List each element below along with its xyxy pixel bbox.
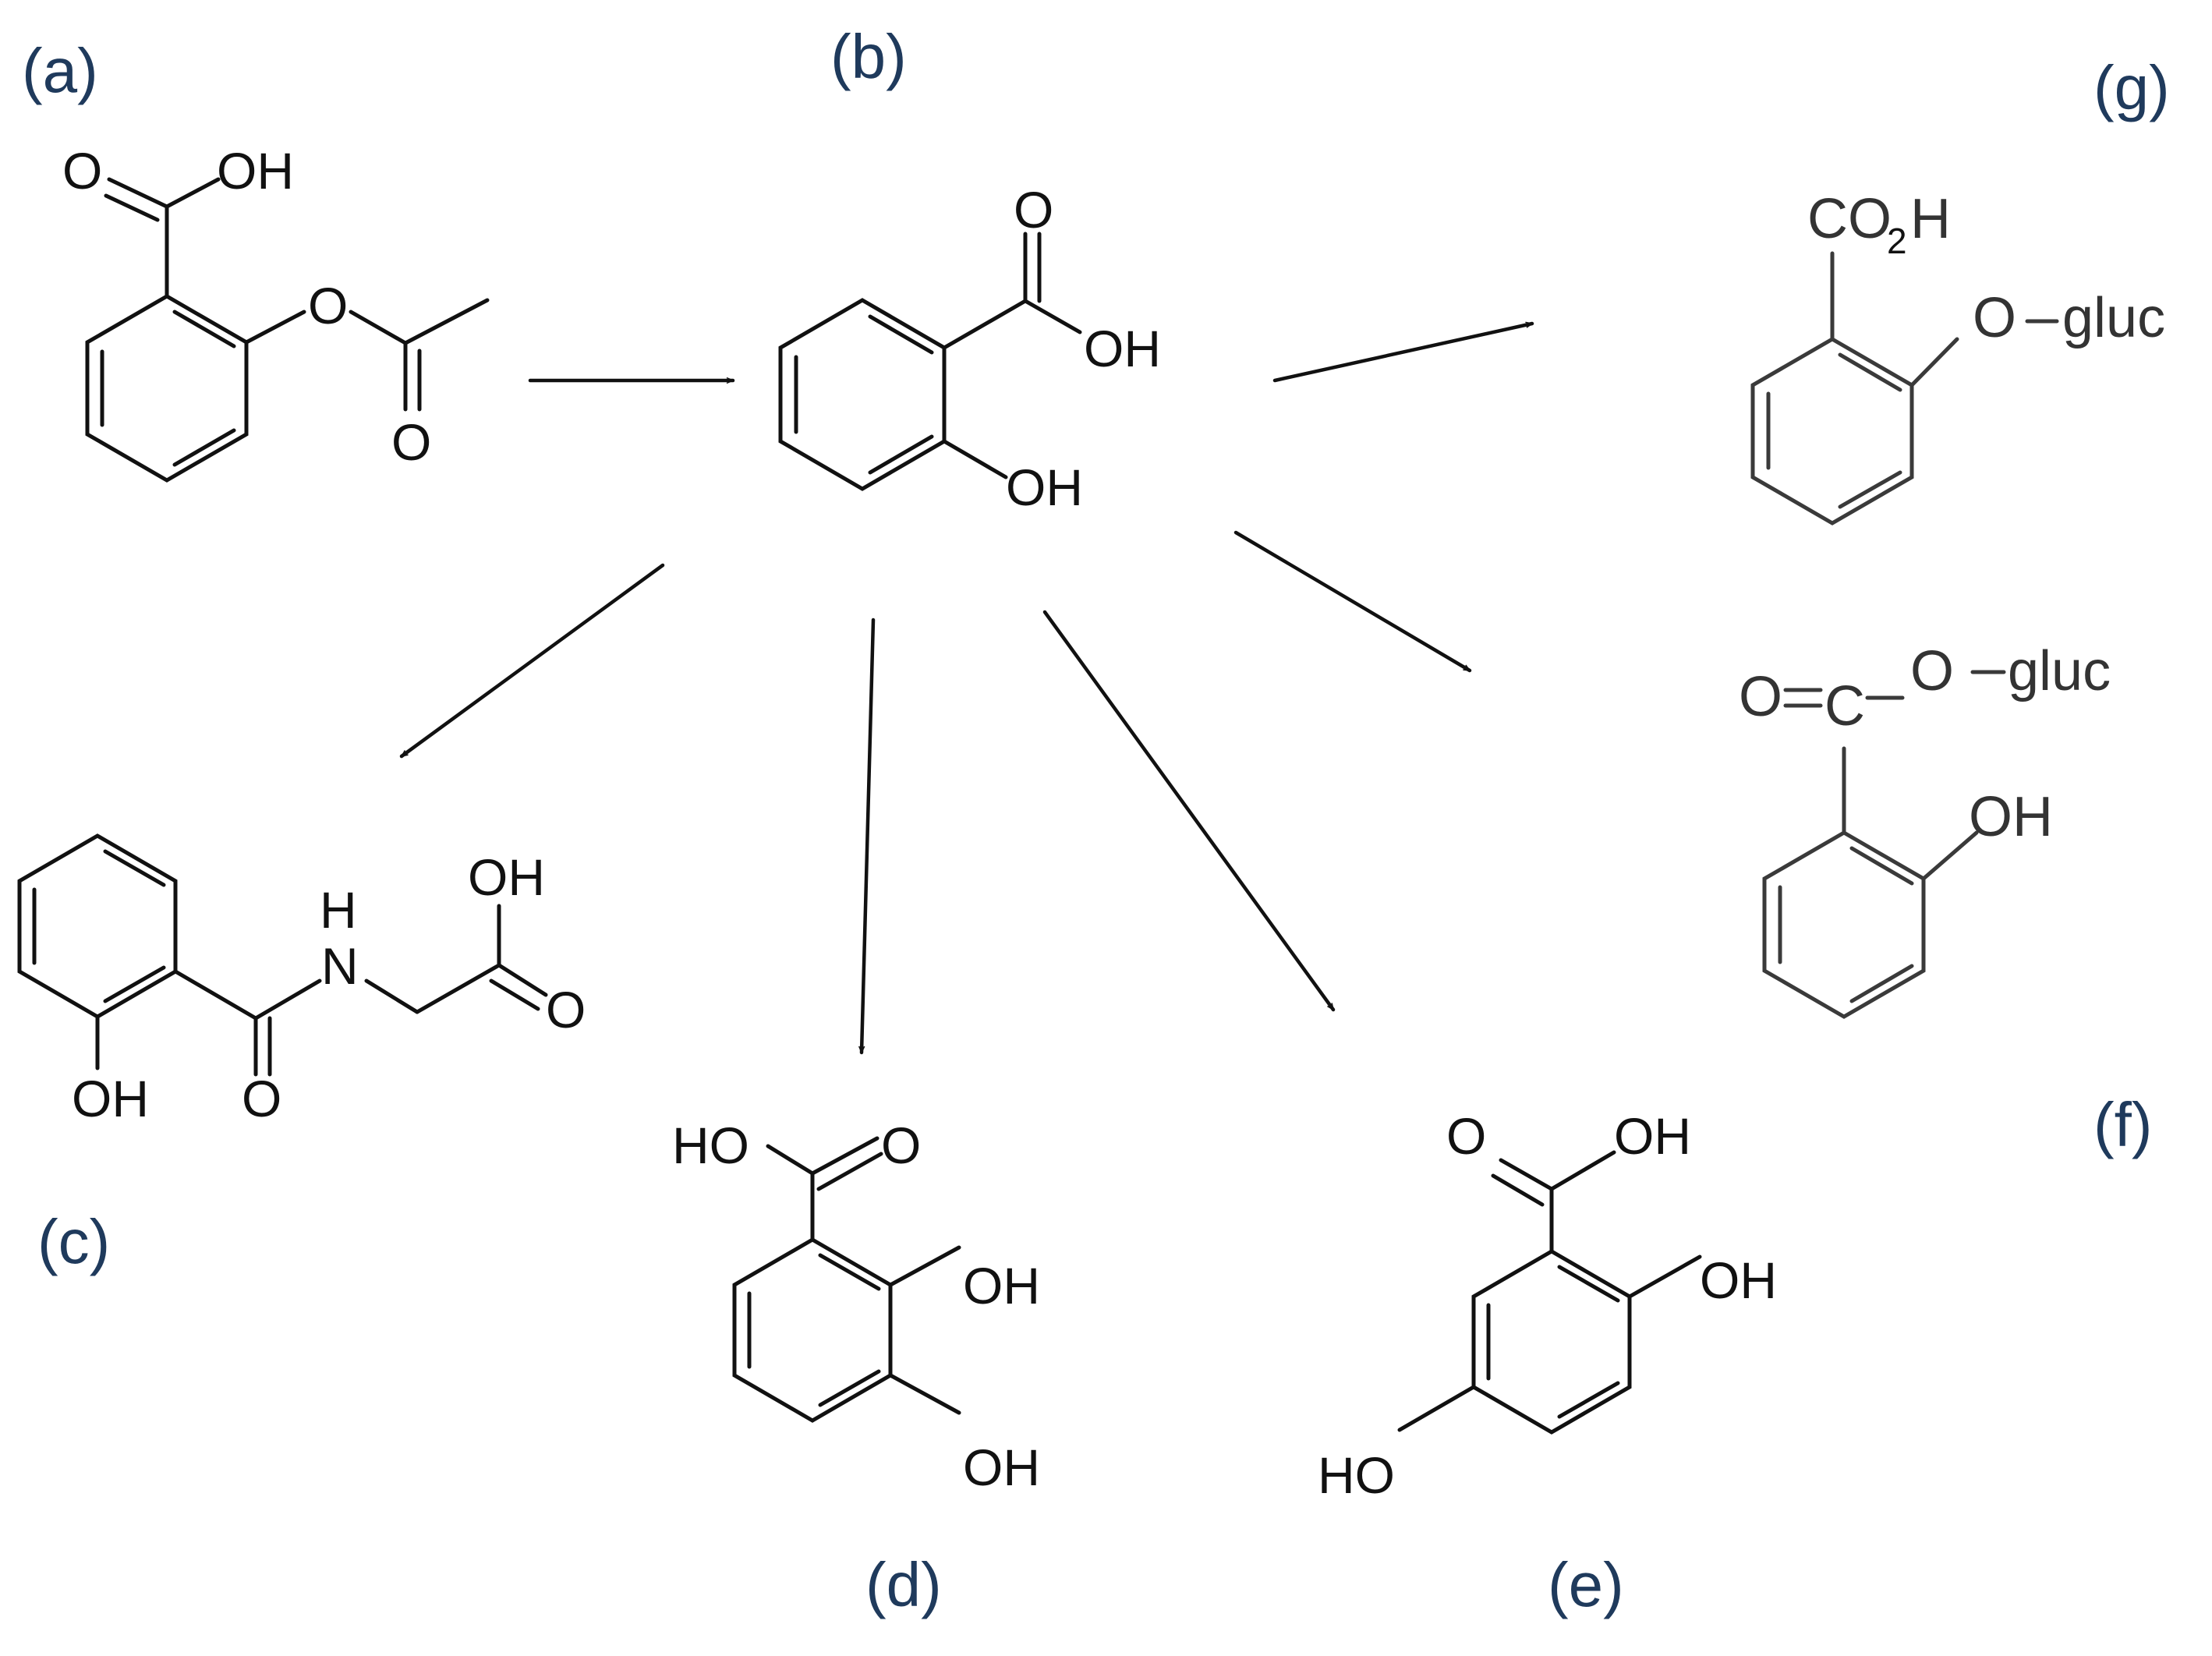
atom-f-oh-phenol: OH <box>1969 786 2053 848</box>
molecule-b: O OH OH <box>778 181 1161 516</box>
atom-f-c-carbonyl: C <box>1824 675 1865 738</box>
atom-a-o-top: O <box>62 142 102 200</box>
atom-c-oh-acid: OH <box>468 848 545 906</box>
atom-a-o-ester: O <box>308 277 348 334</box>
atom-f-o-carbonyl: O <box>1739 666 1782 728</box>
atom-e-o-acid: O <box>1446 1107 1486 1165</box>
atom-c-o-acid: O <box>546 981 586 1039</box>
atom-g-co2h-sub: 2 <box>1887 221 1907 261</box>
atom-g-co2h-main: CO <box>1807 188 1892 250</box>
label-b: (b) <box>830 22 907 91</box>
label-g: (g) <box>2093 53 2170 122</box>
atom-f-gluc: gluc <box>2008 640 2111 702</box>
label-f: (f) <box>2093 1090 2153 1159</box>
atom-g-gluc: gluc <box>2062 287 2165 349</box>
atom-f-o-gluc: O <box>1910 640 1954 702</box>
atom-g-o-gluc: O <box>1973 287 2016 349</box>
atom-c-oh-phenol: OH <box>72 1070 149 1127</box>
atom-d-ho-acid: HO <box>672 1116 749 1174</box>
reaction-arrows <box>399 324 1534 1055</box>
molecule-a: O OH O O <box>62 142 490 483</box>
molecule-g: CO 2 H O gluc <box>1750 188 2165 525</box>
atom-e-oh-2: OH <box>1700 1251 1777 1309</box>
atom-b-o-top: O <box>1014 181 1053 239</box>
atom-d-o-acid: O <box>881 1116 921 1174</box>
atom-c-h-amide: H <box>320 881 357 939</box>
molecule-e: O OH OH HO <box>1318 1107 1777 1504</box>
atom-c-o-amide: O <box>242 1070 281 1127</box>
label-d: (d) <box>865 1550 942 1619</box>
atom-a-o-carbonyl: O <box>391 413 431 471</box>
atom-c-n-amide: N <box>321 937 359 995</box>
label-e: (e) <box>1548 1550 1624 1619</box>
arrow-b-to-f <box>1233 530 1472 673</box>
arrow-b-to-d <box>862 617 876 1055</box>
arrow-b-to-e <box>1042 610 1336 1012</box>
label-a: (a) <box>22 36 98 105</box>
molecule-d: HO O OH OH <box>672 1116 1040 1496</box>
atom-b-oh-phenol: OH <box>1006 458 1083 516</box>
atom-e-ho-5: HO <box>1318 1446 1395 1504</box>
arrow-b-to-g <box>1272 324 1534 383</box>
molecule-c: OH H N O OH O <box>17 833 586 1127</box>
atom-d-oh-3: OH <box>963 1438 1040 1496</box>
atom-a-oh-top: OH <box>217 142 294 200</box>
label-c: (c) <box>37 1207 110 1276</box>
molecule-f: O C O gluc OH <box>1739 640 2111 1019</box>
arrow-b-to-c <box>399 563 665 759</box>
atom-b-oh-acid: OH <box>1084 320 1161 377</box>
atom-g-co2h-h: H <box>1910 188 1951 250</box>
atom-d-oh-2: OH <box>963 1257 1040 1315</box>
atom-e-oh-acid: OH <box>1614 1107 1691 1165</box>
